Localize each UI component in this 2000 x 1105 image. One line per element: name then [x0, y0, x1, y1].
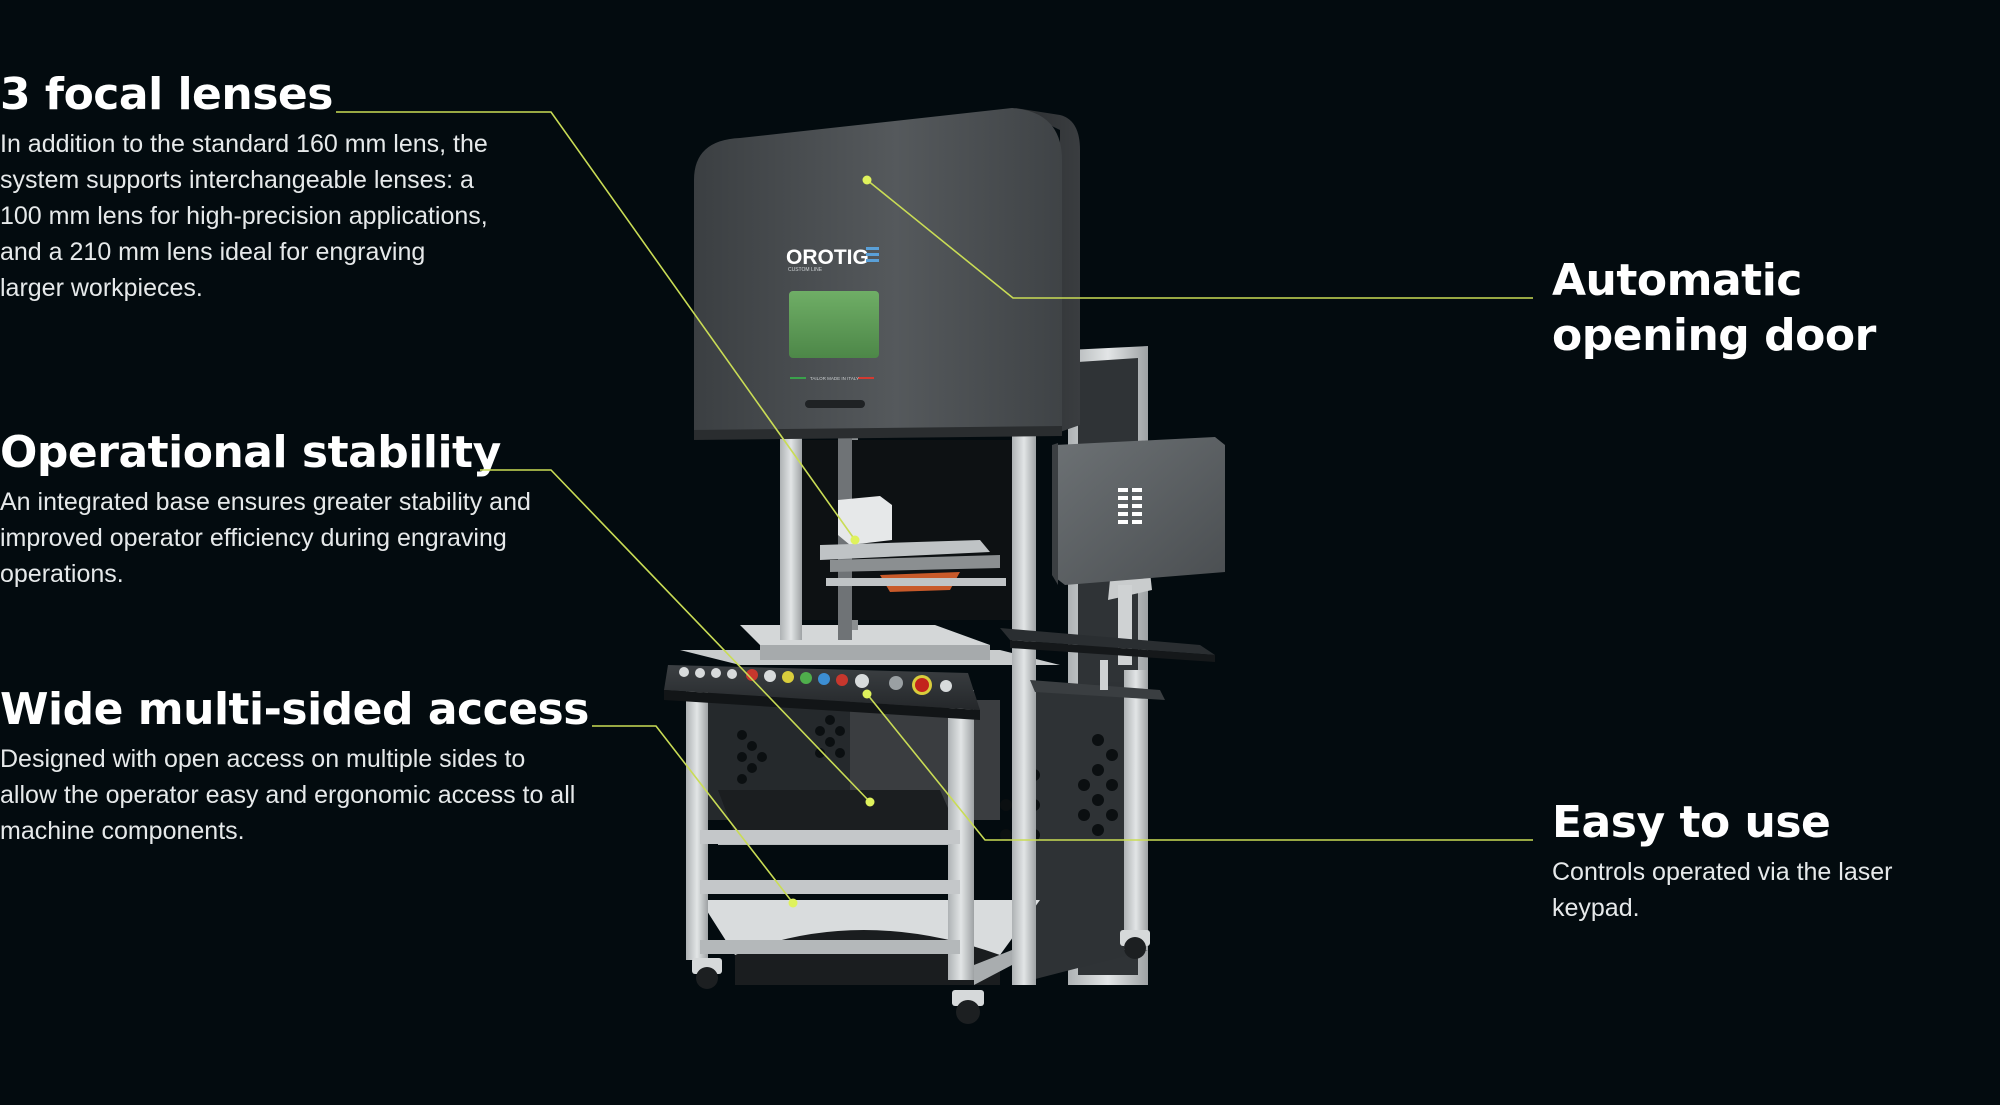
feature-description: In addition to the standard 160 mm lens,…: [0, 130, 488, 302]
feature-operational-stability: Operational stability An integrated base…: [0, 426, 560, 592]
feature-title: 3 focal lenses: [0, 69, 333, 120]
feature-title: Operational stability: [0, 427, 501, 478]
callout-line-stability: [480, 469, 871, 803]
callout-line-access: [592, 725, 794, 904]
feature-description: Designed with open access on multiple si…: [0, 745, 576, 845]
callout-dot-icon: [788, 898, 798, 908]
callout-dot-icon: [862, 175, 872, 185]
feature-focal-lenses: 3 focal lenses In addition to the standa…: [0, 68, 520, 306]
callout-line-lenses: [336, 111, 856, 541]
feature-multi-sided-access: Wide multi-sided access Designed with op…: [0, 683, 600, 849]
callout-dot-icon: [862, 689, 872, 699]
feature-title: Easy to use: [1552, 797, 1831, 848]
callout-line-door: [866, 179, 1533, 299]
feature-description: Controls operated via the laser keypad.: [1552, 858, 1893, 922]
feature-title: Wide multi-sided access: [0, 684, 589, 735]
callout-line-easy: [866, 693, 1533, 841]
feature-automatic-door: Automatic opening door: [1552, 253, 2000, 363]
feature-title: Automatic opening door: [1552, 255, 1876, 361]
callout-dot-icon: [865, 797, 875, 807]
feature-easy-to-use: Easy to use Controls operated via the la…: [1552, 796, 1992, 926]
feature-description: An integrated base ensures greater stabi…: [0, 488, 531, 588]
callout-dot-icon: [850, 535, 860, 545]
